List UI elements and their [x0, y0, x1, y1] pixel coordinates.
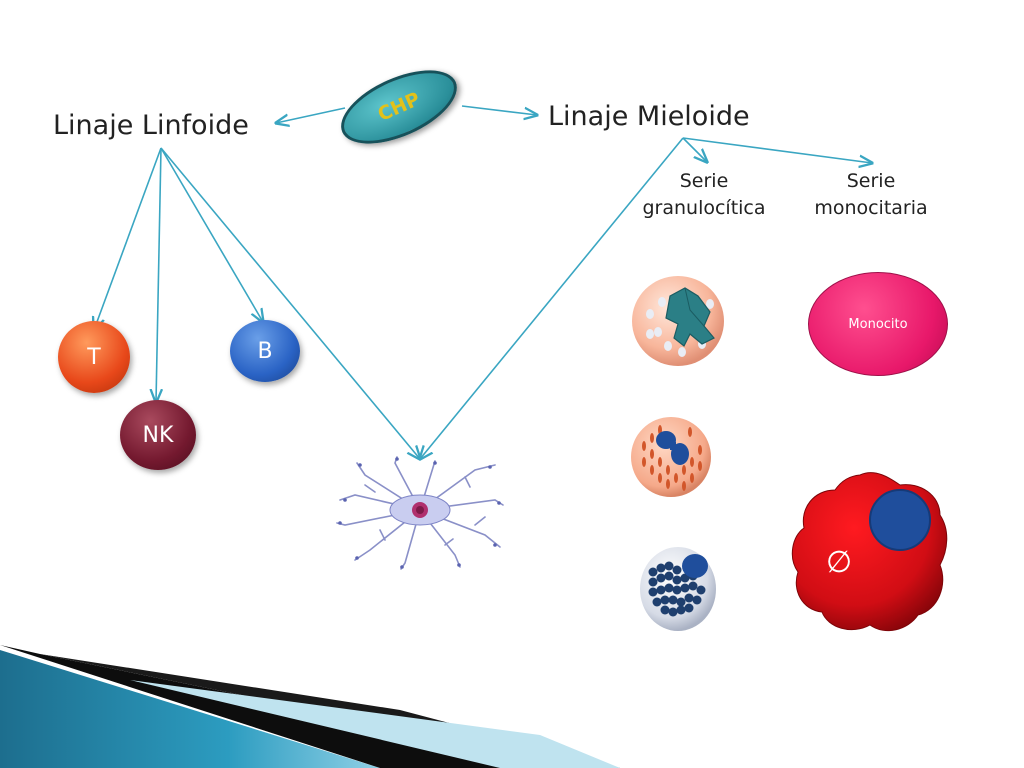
b-cell: B [230, 320, 300, 382]
macrophage-symbol: ∅ [826, 545, 853, 580]
chp-label: CHP [374, 88, 424, 126]
serie-granulocitica-label: Serie granulocítica [642, 170, 766, 219]
arrow-linfoide-to-t [94, 147, 162, 330]
nk-cell: NK [120, 400, 196, 470]
bottom-decorative-band [0, 645, 620, 768]
serie-monocitaria-label: Serie monocitaria [814, 170, 928, 219]
arrow-linfoide-to-nk [156, 147, 161, 402]
arrow-mieloide-to-dendritic [420, 137, 684, 459]
arrow-linfoide-to-dendritic [160, 147, 420, 459]
neutrophil-icon [632, 276, 724, 366]
basophil-icon [640, 547, 716, 631]
arrow-chp-to-mieloide [461, 105, 537, 115]
monocito-label: Monocito [848, 316, 908, 332]
linaje-mieloide-label: Linaje Mieloide [548, 101, 750, 132]
macrophage-icon [791, 472, 948, 632]
eosinophil-icon [631, 417, 711, 497]
arrow-chp-to-linfoide [276, 107, 346, 123]
arrow-mieloide-to-monocitaria [682, 137, 872, 163]
linaje-linfoide-label: Linaje Linfoide [53, 110, 249, 141]
t-cell: T [58, 321, 130, 393]
monocito-cell: Monocito [808, 272, 948, 376]
arrow-linfoide-to-b [160, 147, 263, 322]
arrow-mieloide-to-granulocitica [682, 137, 707, 162]
dendritic-cell-icon [336, 456, 504, 570]
